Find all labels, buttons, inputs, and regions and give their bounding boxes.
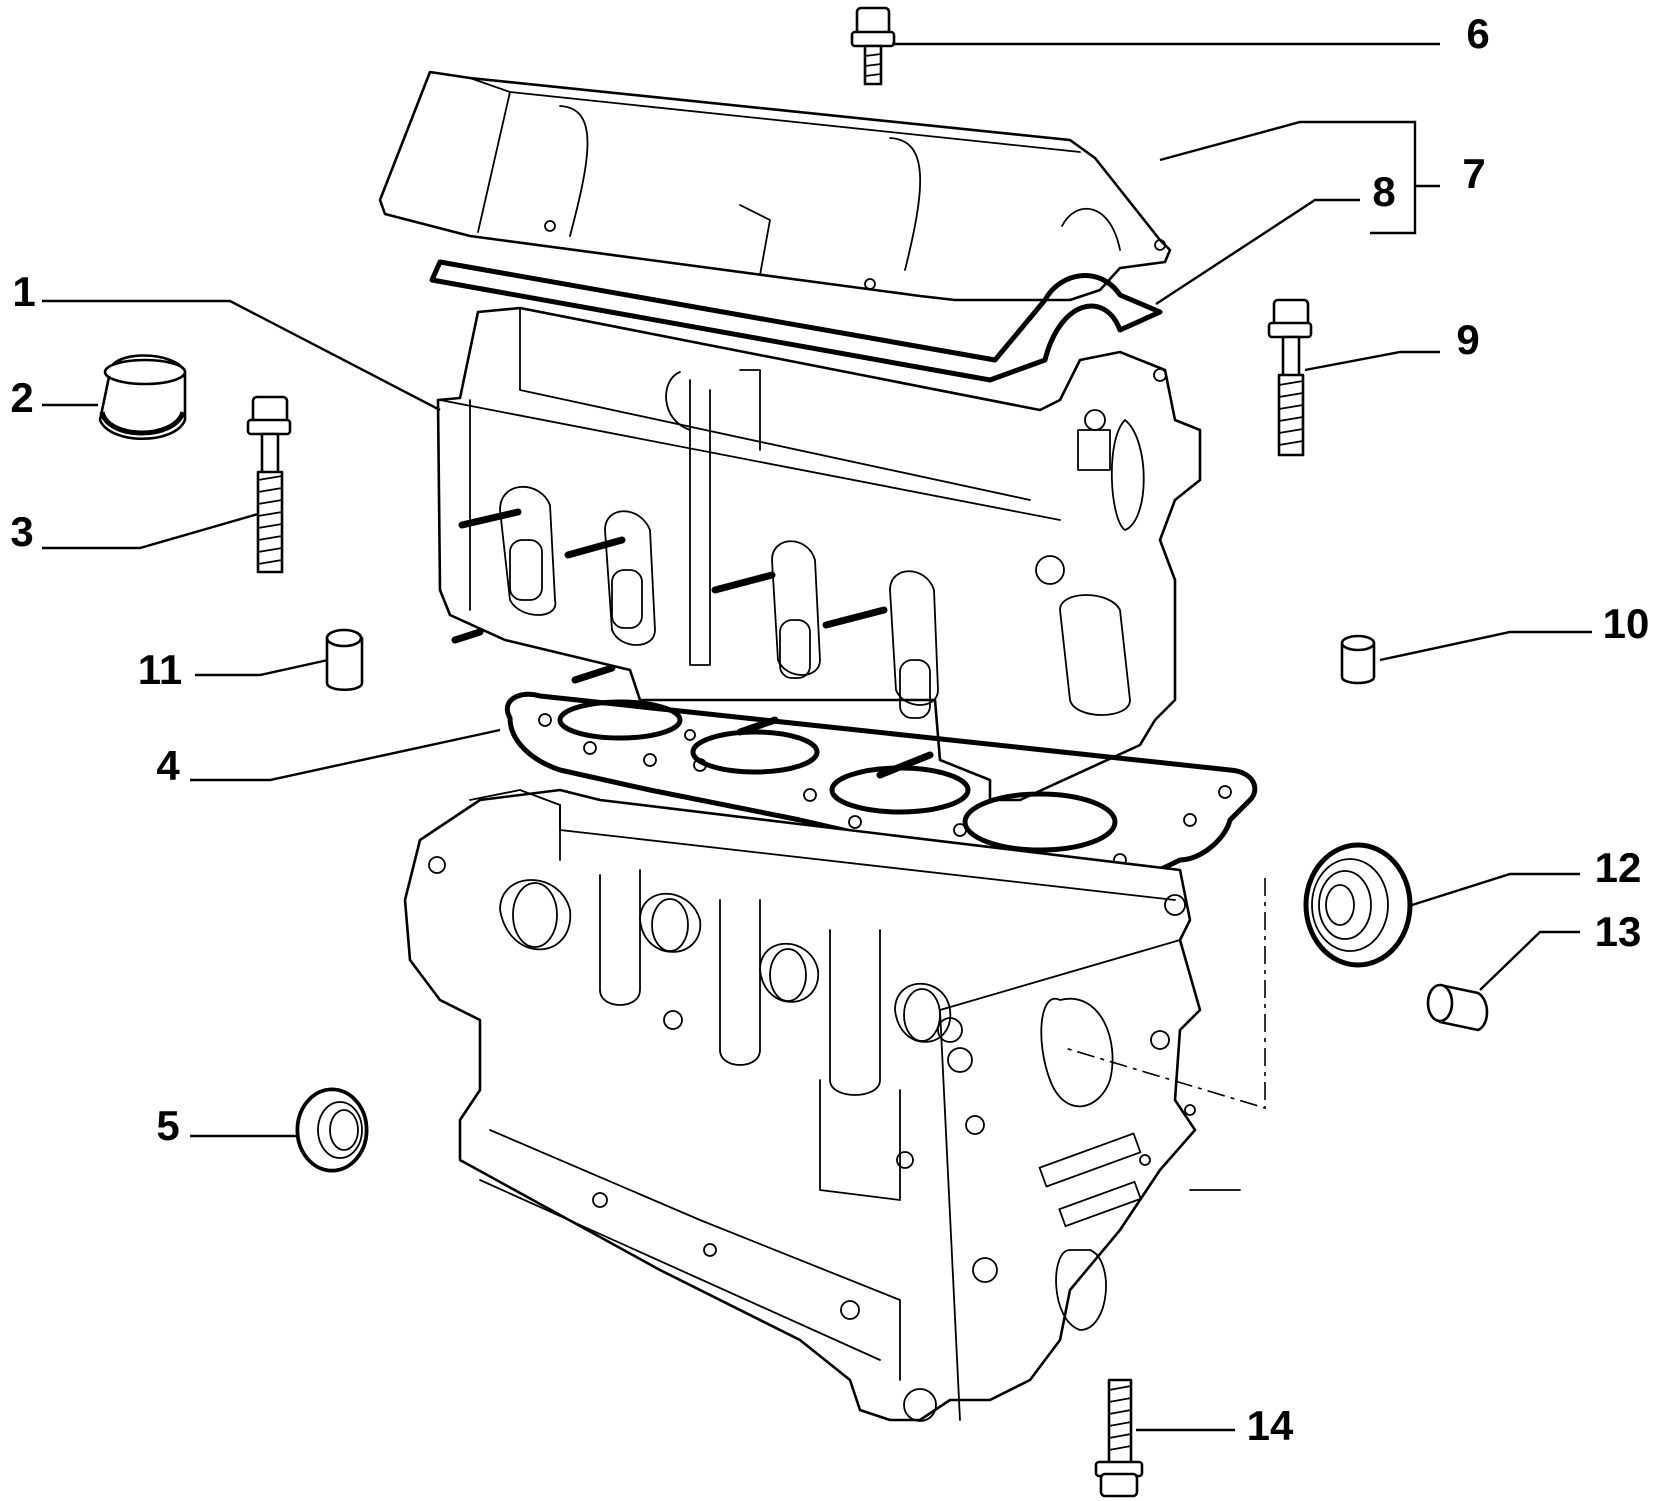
callout-4: 4 [156, 742, 180, 789]
assembly-centerline [1064, 878, 1266, 1110]
callout-2: 2 [10, 374, 33, 421]
callout-14: 14 [1247, 1402, 1294, 1449]
valve-cover [378, 70, 1172, 302]
leader-13 [1479, 930, 1580, 991]
callout-3: 3 [10, 508, 33, 555]
callout-labels: 1 2 3 4 5 6 7 8 9 10 11 12 13 14 [10, 10, 1649, 1449]
leader-3 [42, 512, 259, 550]
callout-11: 11 [138, 646, 182, 693]
engine-block [403, 788, 1241, 1422]
callout-13: 13 [1595, 908, 1642, 955]
tappet-cup [98, 354, 187, 440]
plug [1426, 983, 1489, 1032]
cylinder-head [436, 306, 1202, 802]
callout-5: 5 [156, 1102, 179, 1149]
block-bolt [1094, 1378, 1144, 1498]
leader-8 [1155, 198, 1360, 306]
callout-6: 6 [1466, 10, 1489, 57]
leader-7-bracket [1159, 120, 1417, 235]
oil-seal-large [1303, 842, 1413, 968]
dowel-right [1340, 634, 1376, 685]
callout-7: 7 [1462, 150, 1485, 197]
leader-lines [42, 42, 1592, 1432]
leader-11 [195, 658, 329, 677]
cover-bolt [850, 6, 896, 86]
callout-8: 8 [1372, 168, 1395, 215]
callout-9: 9 [1456, 316, 1479, 363]
head-gasket [505, 691, 1258, 883]
cover-gasket [429, 259, 1163, 383]
head-bolt-left [246, 395, 292, 574]
head-bolt-right [1267, 298, 1313, 457]
callout-10: 10 [1603, 600, 1650, 647]
leader-1 [42, 299, 441, 412]
dowel-left [325, 628, 364, 692]
leader-4 [190, 728, 501, 782]
callout-1: 1 [12, 268, 35, 315]
callout-12: 12 [1595, 844, 1642, 891]
oil-seal-small [295, 1087, 369, 1173]
leader-12 [1411, 872, 1580, 907]
leader-9 [1304, 350, 1440, 372]
leader-10 [1379, 630, 1592, 662]
